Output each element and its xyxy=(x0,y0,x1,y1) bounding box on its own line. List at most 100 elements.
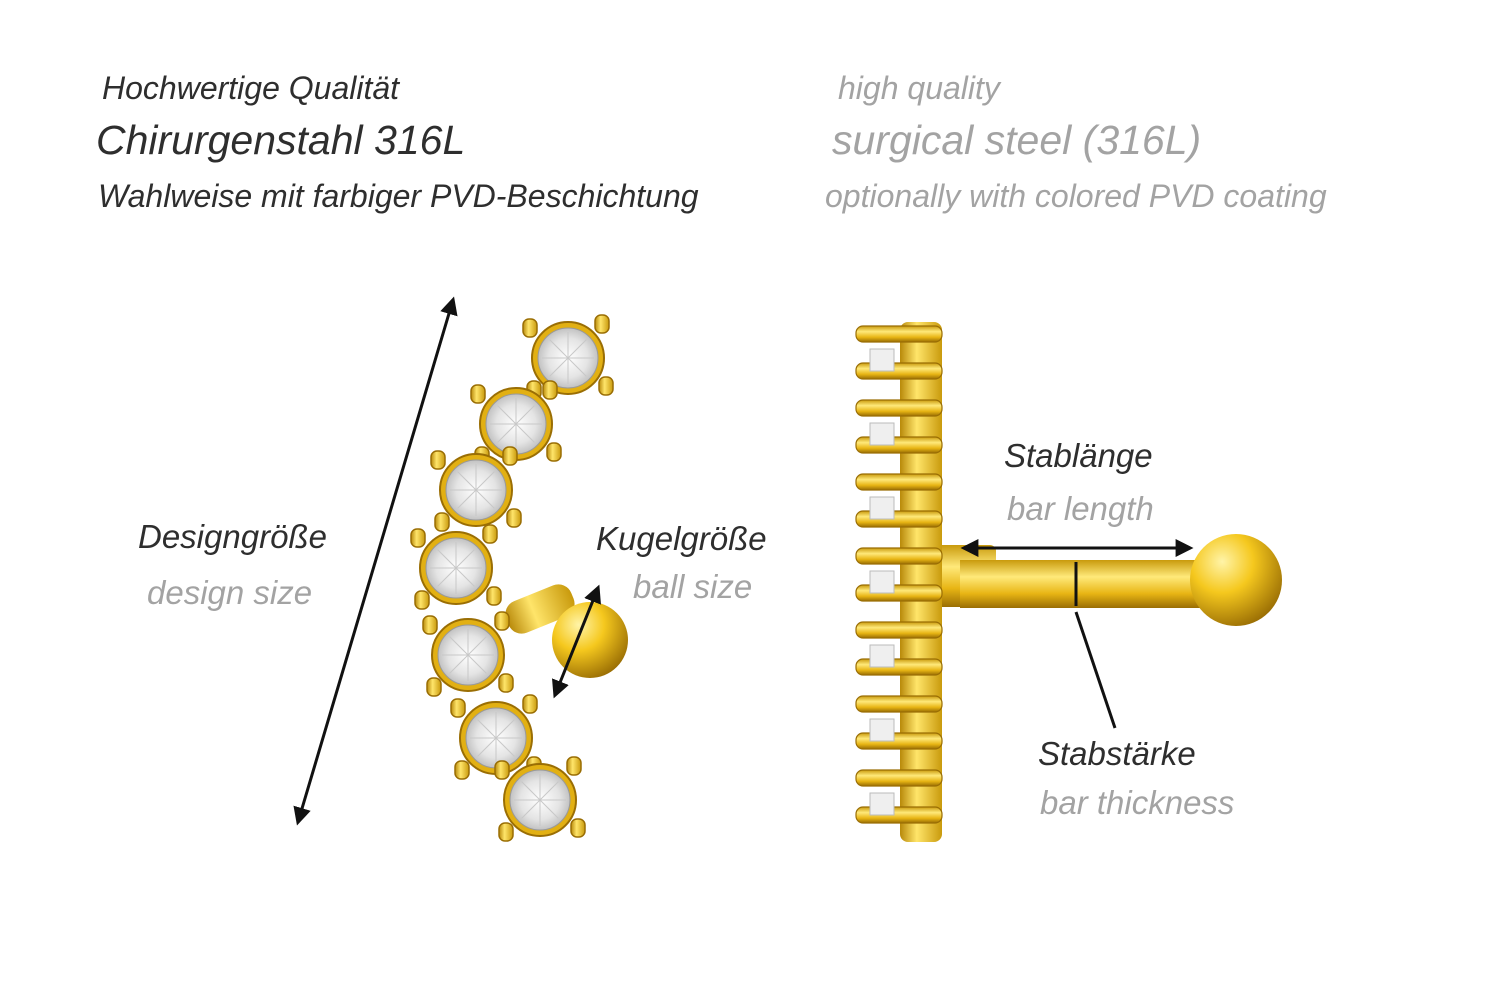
side-prong xyxy=(855,806,943,824)
gem-setting xyxy=(430,446,522,532)
front-view-piercing xyxy=(410,314,628,842)
side-gem xyxy=(869,644,895,668)
prong xyxy=(422,615,438,635)
side-prong xyxy=(855,325,943,343)
gem-facet xyxy=(455,549,475,569)
gem-facet xyxy=(515,405,535,425)
gem-setting xyxy=(494,756,586,842)
prong xyxy=(598,376,614,396)
side-view-piercing xyxy=(855,322,1282,842)
side-gem xyxy=(869,348,895,372)
side-bar xyxy=(960,560,1200,608)
gem-facet xyxy=(539,799,559,819)
gem-facet xyxy=(549,357,569,377)
coating-heading-en: optionally with colored PVD coating xyxy=(825,178,1327,214)
gem-setting xyxy=(470,380,562,466)
side-prong xyxy=(855,658,943,676)
coating-heading-de: Wahlweise mit farbiger PVD-Beschichtung xyxy=(98,178,699,214)
gem-facet xyxy=(477,719,497,739)
design-size-label-en: design size xyxy=(147,574,313,611)
side-gem xyxy=(869,496,895,520)
gem-facet xyxy=(495,737,515,757)
bar-length-label-de: Stablänge xyxy=(1004,437,1153,474)
gem-facet xyxy=(521,799,541,819)
gem-facet xyxy=(455,567,475,587)
gem-facet xyxy=(467,654,487,674)
prong xyxy=(450,698,466,718)
prong xyxy=(498,822,514,842)
gem-setting xyxy=(450,694,542,780)
bar-length-label-en: bar length xyxy=(1007,490,1154,527)
prong xyxy=(502,446,518,466)
prong xyxy=(498,673,514,693)
gem-facet xyxy=(477,737,497,757)
gem-facet xyxy=(539,781,559,801)
ball-size-label-de: Kugelgröße xyxy=(596,520,767,557)
gem-facet xyxy=(549,339,569,359)
material-heading-en: surgical steel (316L) xyxy=(832,117,1202,163)
side-gem xyxy=(869,718,895,742)
gem-setting xyxy=(422,611,514,697)
gem-setting xyxy=(522,314,614,400)
prong xyxy=(506,508,522,528)
gem-facet xyxy=(467,636,487,656)
gem-facet xyxy=(515,423,535,443)
prong xyxy=(494,611,510,631)
bar-thickness-label-de: Stabstärke xyxy=(1038,735,1196,772)
gem-facet xyxy=(521,781,541,801)
gem-facet xyxy=(457,489,477,509)
prong xyxy=(494,760,510,780)
side-prong xyxy=(855,732,943,750)
prong xyxy=(542,380,558,400)
quality-heading-de: Hochwertige Qualität xyxy=(102,70,400,106)
bar-thickness-label-en: bar thickness xyxy=(1040,784,1235,821)
side-prong xyxy=(855,621,943,639)
prong xyxy=(594,314,610,334)
side-prong xyxy=(855,510,943,528)
prong xyxy=(414,590,430,610)
prong xyxy=(470,384,486,404)
side-prong xyxy=(855,769,943,787)
design-size-label-de: Designgröße xyxy=(138,518,327,555)
prong xyxy=(410,528,426,548)
side-prong xyxy=(855,584,943,602)
prong xyxy=(486,586,502,606)
prong xyxy=(522,694,538,714)
prong xyxy=(454,760,470,780)
prong xyxy=(546,442,562,462)
gem-facet xyxy=(457,471,477,491)
gem-setting xyxy=(410,524,502,610)
side-prong xyxy=(855,473,943,491)
side-prong xyxy=(855,436,943,454)
prong xyxy=(430,450,446,470)
gem-facet xyxy=(567,339,587,359)
prong xyxy=(570,818,586,838)
ball-size-arrow xyxy=(552,584,601,699)
gem-facet xyxy=(497,405,517,425)
material-heading-de: Chirurgenstahl 316L xyxy=(96,117,466,163)
gem-facet xyxy=(475,489,495,509)
prong xyxy=(522,318,538,338)
prong xyxy=(482,524,498,544)
side-prong xyxy=(855,547,943,565)
side-ball xyxy=(1190,534,1282,626)
quality-heading-en: high quality xyxy=(838,70,1000,106)
prong xyxy=(434,512,450,532)
front-ball xyxy=(552,602,628,678)
side-gem xyxy=(869,792,895,816)
side-prong xyxy=(855,362,943,380)
side-prong xyxy=(855,695,943,713)
gem-facet xyxy=(497,423,517,443)
prong xyxy=(426,677,442,697)
design-size-arrow xyxy=(293,296,458,826)
side-gem xyxy=(869,570,895,594)
gem-facet xyxy=(475,471,495,491)
bar-thickness-leader xyxy=(1074,611,1117,729)
ball-size-label-en: ball size xyxy=(633,568,753,605)
side-prong xyxy=(855,399,943,417)
gem-facet xyxy=(567,357,587,377)
gem-facet xyxy=(495,719,515,739)
prong xyxy=(566,756,582,776)
side-gem xyxy=(869,422,895,446)
